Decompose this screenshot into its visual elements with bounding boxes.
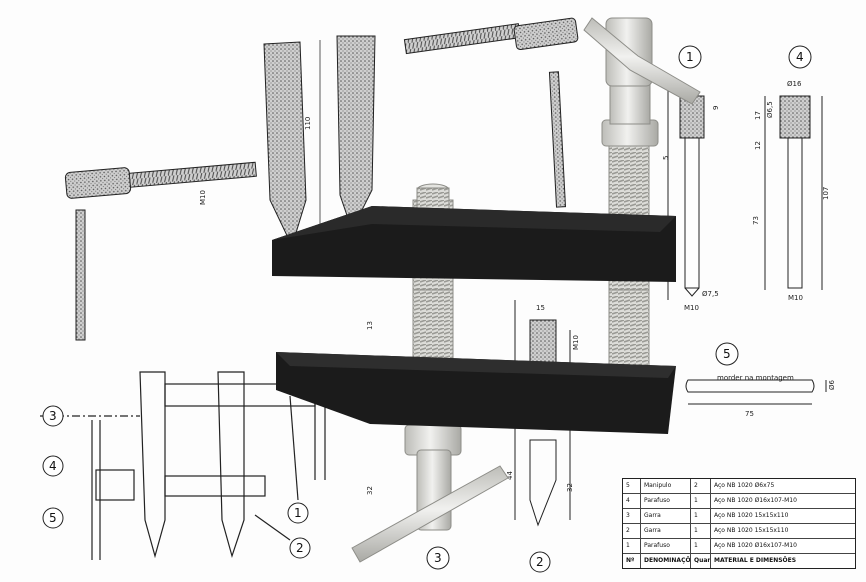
bom-cell-n: 3 [623, 509, 641, 523]
callout-1-top [678, 45, 702, 69]
callout-3-bottom-label: 3 [434, 551, 442, 565]
right-screw-handle [583, 17, 701, 105]
dim-d6-5: Ø6,5 [766, 101, 774, 118]
bom-cell-spec: Aço NB 1020 Ø6x75 [714, 482, 775, 489]
sketch-handle-left [75, 209, 86, 341]
screw-detail-drawings [667, 90, 823, 300]
dim-75: 75 [745, 410, 754, 418]
bom-cell-name: Garra [641, 524, 691, 538]
callout-5-left-label: 5 [49, 511, 57, 525]
handle-detail-drawing [685, 379, 827, 405]
dim-15: 15 [536, 304, 545, 312]
sketch-screw-top [403, 23, 521, 55]
dim-m10-sketch: M10 [199, 190, 207, 205]
callout-3-left-label: 3 [49, 409, 57, 423]
bom-cell-n: 5 [623, 479, 641, 493]
bom-cell-n: Nº [623, 554, 641, 568]
callout-1-left [287, 502, 309, 524]
bom-cell-name: DENOMINAÇÕES [641, 554, 691, 568]
bom-cell-spec: MATERIAL E DIMENSÕES [714, 557, 797, 564]
callout-5-right [715, 342, 739, 366]
dim-5: 5 [662, 156, 670, 160]
bom-cell-name: Parafuso [641, 539, 691, 553]
side-view-drawing [40, 371, 326, 560]
callout-1-top-label: 1 [686, 50, 694, 64]
bom-cell-n: 1 [623, 539, 641, 553]
bom-cell-spec: Aço NB 1020 15x15x110 [714, 512, 789, 519]
callout-3-bottom [426, 546, 450, 570]
dim-m10-1: M10 [684, 304, 699, 312]
bom-cell-qty: Quant [691, 554, 711, 568]
dim-17: 17 [754, 111, 762, 120]
sketch-jaw-1 [263, 41, 307, 248]
callout-2-left-label: 2 [296, 541, 304, 555]
bom-cell-spec: Aço NB 1020 15x15x110 [714, 527, 789, 534]
bom-header-row: NºDENOMINAÇÕESQuantMATERIAL E DIMENSÕES [623, 554, 855, 568]
bom-cell-spec: Aço NB 1020 Ø16x107-M10 [714, 497, 797, 504]
callout-4-top [788, 45, 812, 69]
dim-d16: Ø16 [787, 80, 802, 88]
sketch-jaw-2 [336, 35, 376, 232]
exploded-sketch: 110 M10 [64, 17, 579, 341]
sketch-screw-left [127, 161, 257, 188]
bom-cell-name: Parafuso [641, 494, 691, 508]
bom-cell-qty: 1 [691, 509, 711, 523]
bom-cell-spec: Aço NB 1020 Ø16x107-M10 [714, 542, 797, 549]
dim-d7-5: Ø7,5 [702, 290, 719, 298]
dim-d6: Ø6 [828, 379, 836, 390]
bom-cell-n: 4 [623, 494, 641, 508]
dim-73: 73 [752, 216, 760, 225]
dim-32: 32 [566, 483, 574, 492]
dim-107: 107 [822, 187, 830, 200]
callout-1-left-label: 1 [294, 506, 302, 520]
dim-13: 13 [366, 321, 374, 330]
bom-cell-n: 2 [623, 524, 641, 538]
note-rebite: morder na montagem [717, 374, 794, 382]
dim-12: 12 [754, 141, 762, 150]
left-screw-handle [351, 465, 509, 563]
callout-3-left [42, 405, 64, 427]
callout-4-left [42, 455, 64, 477]
dim-m10-jaw: M10 [572, 335, 580, 350]
bom-cell-name: Manipulo [641, 479, 691, 493]
dim-9: 9 [712, 106, 720, 110]
dim-44: 44 [506, 471, 514, 480]
callout-4-top-label: 4 [796, 50, 804, 64]
dim-32-left: 32 [366, 486, 374, 495]
dim-m10-4: M10 [788, 294, 803, 302]
right-screw-neck [609, 83, 651, 125]
dim-110: 110 [304, 117, 312, 130]
callout-4-left-label: 4 [49, 459, 57, 473]
bom-cell-qty: 1 [691, 524, 711, 538]
bom-cell-qty: 1 [691, 539, 711, 553]
callout-2-bottom-label: 2 [536, 555, 544, 569]
bom-cell-qty: 1 [691, 494, 711, 508]
sketch-screw-head-left [64, 167, 132, 199]
clamp-3d-render [272, 17, 701, 563]
callout-5-right-label: 5 [723, 347, 731, 361]
sketch-handle-top [548, 71, 567, 208]
callout-2-bottom [529, 551, 551, 573]
sketch-screw-head-top [513, 17, 579, 51]
callout-5-left [42, 507, 64, 529]
callout-2-left [289, 537, 311, 559]
bom-cell-name: Garra [641, 509, 691, 523]
bom-cell-qty: 2 [691, 479, 711, 493]
